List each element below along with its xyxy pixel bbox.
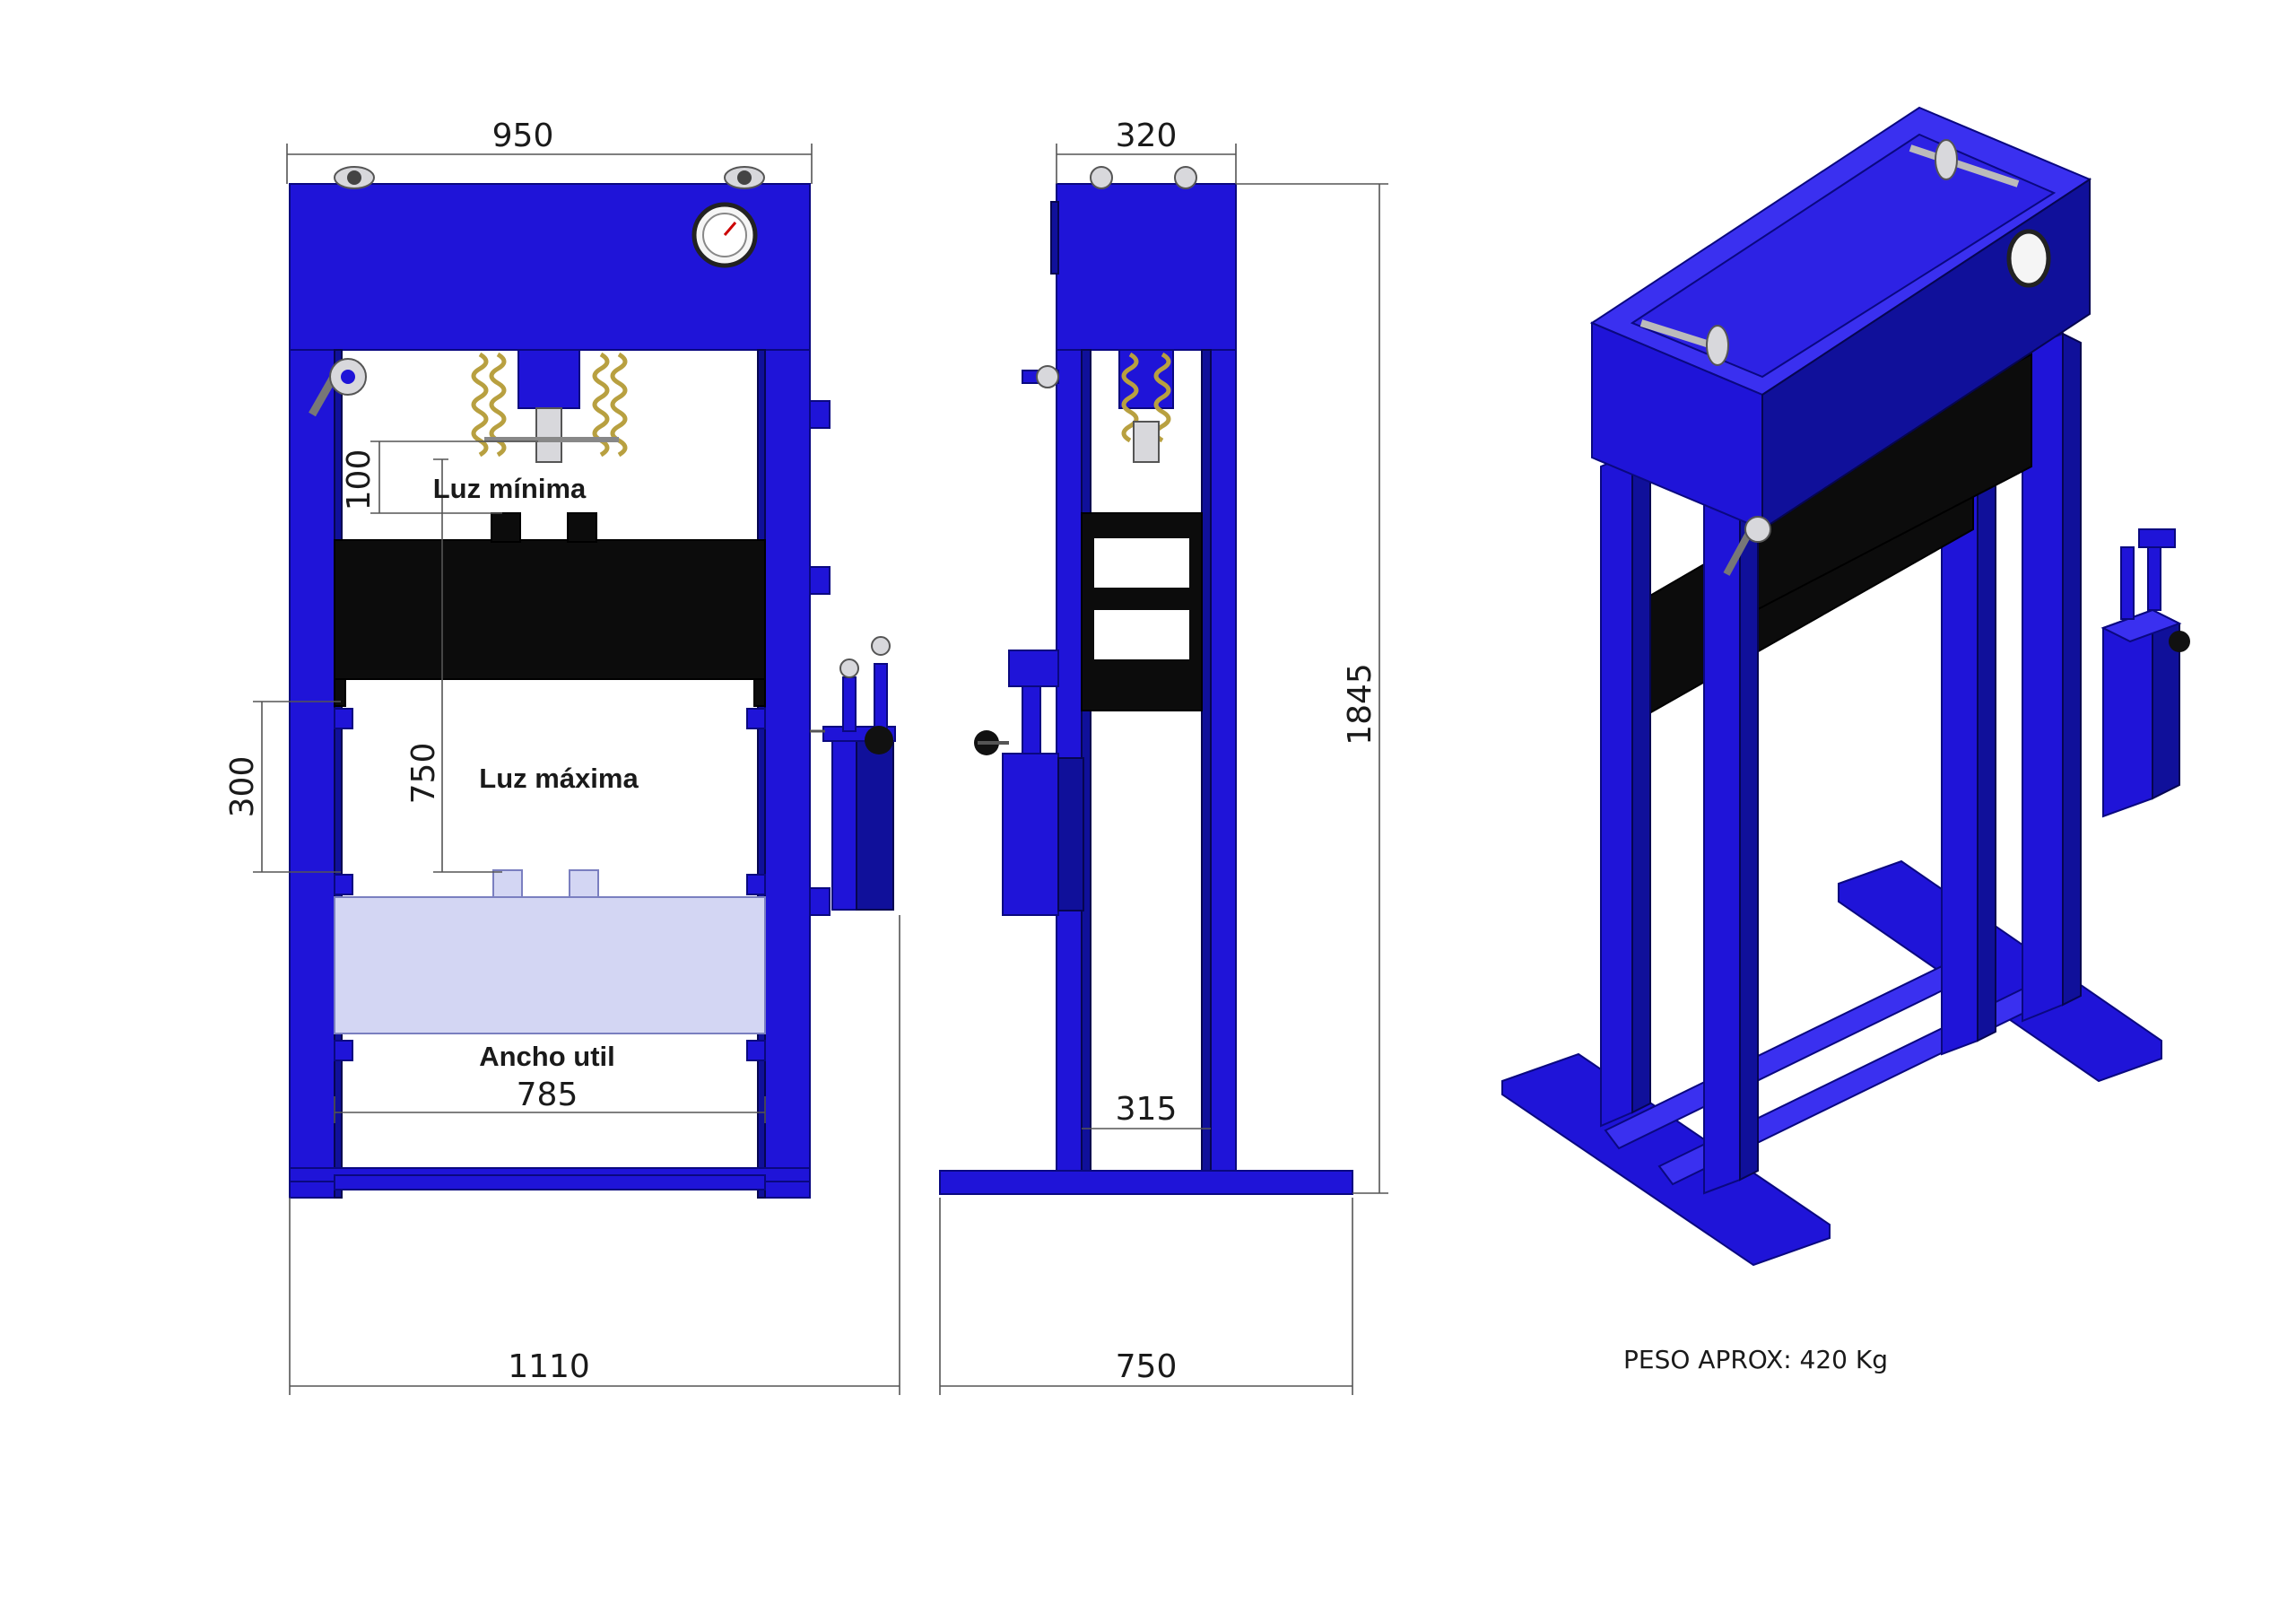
dim-785: 785 [517,1077,578,1113]
iso-lever-icon [1723,516,1771,576]
front-column-left [289,349,335,1199]
dim-320: 320 [1116,118,1178,154]
dim-950: 950 [492,118,554,154]
front-handwheel-left [334,166,375,189]
iso-handwheels [1639,139,2020,366]
dim-750-height: 750 [405,743,442,805]
front-hand-pump [810,636,896,911]
dim-100: 100 [341,449,378,511]
pressure-gauge-icon [691,202,758,268]
front-column-right [764,349,811,1199]
dim-300: 300 [224,756,261,818]
front-cylinder [471,349,628,463]
side-view: 320 315 750 1845 [939,118,1388,1395]
iso-hand-pump [2100,528,2190,818]
dim-1845: 1845 [1342,663,1378,746]
dim-750-base: 750 [1116,1348,1178,1385]
isometric-view: PESO APROX: 420 Kg [1501,106,2190,1374]
label-luz-minima: Luz mínima [433,473,587,504]
weight-label: PESO APROX: 420 Kg [1623,1345,1888,1374]
front-lower-plate [334,896,766,1034]
front-upper-plate [334,539,766,680]
side-top-beam [1056,183,1237,351]
label-luz-maxima: Luz máxima [479,763,639,794]
front-lever-icon [309,358,367,417]
label-ancho-util: Ancho util [479,1041,615,1072]
dim-315: 315 [1116,1091,1178,1128]
side-hand-pump [974,650,1084,916]
iso-gauge-icon [2006,229,2051,288]
dim-1110: 1110 [508,1348,590,1385]
front-view: 950 100 Luz mínima 300 750 Luz máxima An… [224,118,900,1395]
front-handwheel-right [724,166,765,189]
side-base [939,1170,1353,1195]
